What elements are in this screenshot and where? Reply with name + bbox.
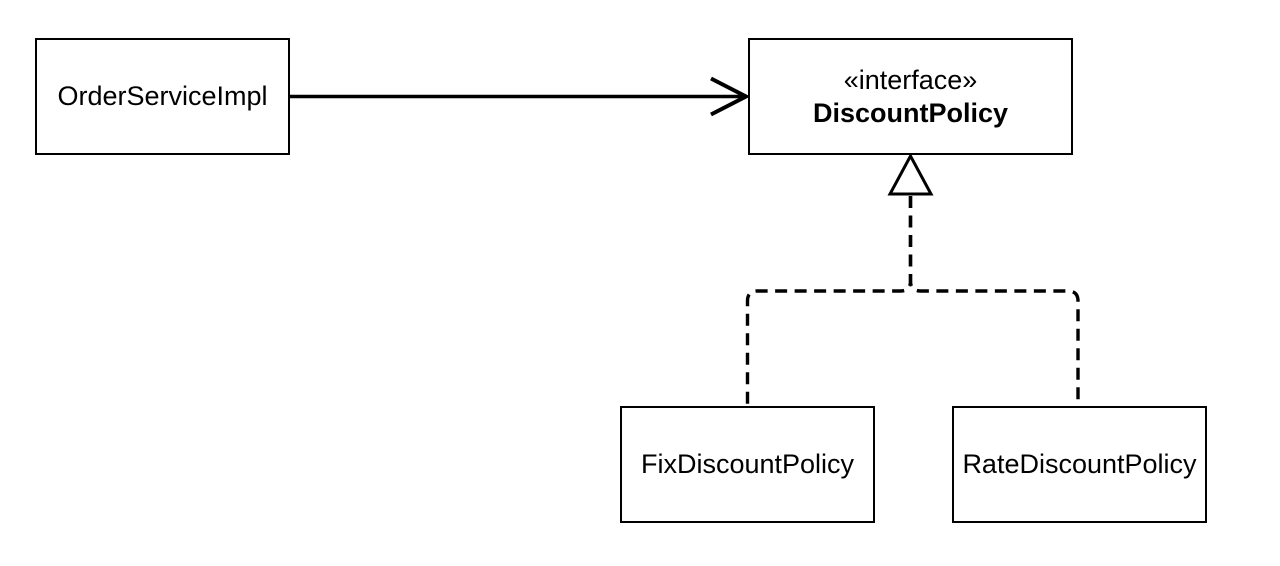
class-node-fix-discount-policy: FixDiscountPolicy bbox=[620, 406, 875, 523]
stereotype-label: «interface» bbox=[843, 64, 978, 95]
open-arrowhead-icon bbox=[710, 76, 751, 117]
class-node-order-service-impl: OrderServiceImpl bbox=[35, 38, 290, 155]
realization-edge-fix bbox=[745, 196, 913, 406]
class-name-label: FixDiscountPolicy bbox=[640, 449, 855, 479]
hollow-triangle-arrowhead-icon bbox=[887, 152, 934, 196]
realization-edge-rate bbox=[908, 196, 1080, 406]
interface-node-discount-policy: «interface» DiscountPolicy bbox=[748, 38, 1073, 155]
class-name-label: RateDiscountPolicy bbox=[962, 449, 1197, 479]
class-node-rate-discount-policy: RateDiscountPolicy bbox=[952, 406, 1207, 523]
interface-name-label: DiscountPolicy bbox=[812, 97, 1009, 128]
class-name-label: OrderServiceImpl bbox=[57, 81, 268, 111]
